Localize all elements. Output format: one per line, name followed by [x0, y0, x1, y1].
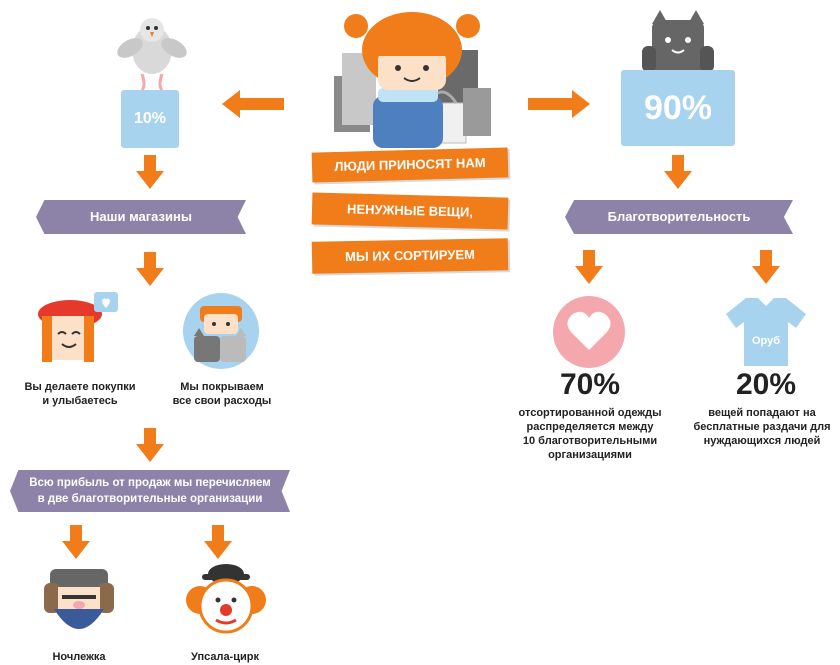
- arrow-down-icon: [136, 155, 164, 189]
- tshirt-icon: Oруб: [726, 298, 806, 366]
- tshirt-label: Oруб: [752, 335, 780, 347]
- profit-banner: Всю прибыль от продаж мы перечисляем в д…: [10, 470, 290, 512]
- cat-icon: [642, 10, 714, 72]
- stat1-caption: отсортированной одежды распределяется ме…: [518, 407, 662, 461]
- shop-item1-caption: Вы делаете покупки и улыбаетесь: [24, 381, 136, 407]
- arrow-down-icon: [752, 250, 780, 284]
- stat1-value: 70%: [559, 368, 621, 401]
- arrow-down-icon: [136, 252, 164, 286]
- arrow-right-icon: [528, 90, 590, 118]
- shops-banner: Наши магазины: [36, 200, 246, 234]
- arrow-down-icon: [136, 428, 164, 462]
- bag-90-label: 90%: [643, 89, 713, 127]
- clown-icon: [186, 564, 266, 634]
- stat2-caption: вещей попадают на бесплатные раздачи для…: [693, 407, 831, 447]
- stat2-value: 20%: [735, 368, 797, 401]
- center-band-2: НЕНУЖНЫЕ ВЕЩИ,: [311, 192, 509, 230]
- pigeon-icon: [117, 18, 187, 92]
- center-band-3: МЫ ИХ СОРТИРУЕМ: [311, 238, 509, 274]
- org2-caption: Упсала-цирк: [191, 651, 259, 663]
- arrow-left-icon: [222, 90, 284, 118]
- bearded-man-icon: [44, 569, 114, 629]
- bag-90-percent: 90%: [621, 70, 735, 146]
- shop-item2-caption: Мы покрываем все свои расходы: [172, 381, 272, 407]
- girl-with-bags-illustration: [334, 12, 491, 148]
- org1-caption: Ночлежка: [52, 651, 106, 663]
- bag-10-label: 10%: [133, 110, 167, 127]
- heart-icon: [553, 296, 625, 368]
- girl-with-cats-icon: [183, 293, 259, 369]
- arrow-down-icon: [575, 250, 603, 284]
- girl-beret-icon: [38, 292, 118, 362]
- charity-banner: Благотворительность: [565, 200, 793, 234]
- arrow-down-icon: [62, 525, 90, 559]
- arrow-down-icon: [204, 525, 232, 559]
- center-band-1: ЛЮДИ ПРИНОСЯТ НАМ: [311, 147, 509, 183]
- bag-10-percent: 10%: [121, 90, 179, 148]
- arrow-down-icon: [664, 155, 692, 189]
